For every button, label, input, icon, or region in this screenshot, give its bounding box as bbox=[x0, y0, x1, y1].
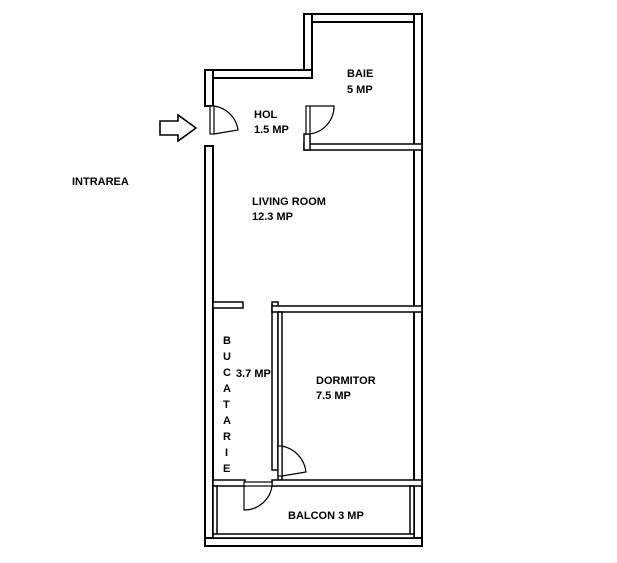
door-dormitor bbox=[277, 445, 307, 477]
bucatarie-letter: E bbox=[223, 463, 230, 475]
living-area: 12.3 MP bbox=[252, 211, 293, 223]
outer-walls bbox=[204, 13, 423, 547]
living-name: LIVING ROOM bbox=[252, 196, 326, 208]
baie-name: BAIE bbox=[347, 68, 373, 80]
bucatarie-area: 3.7 MP bbox=[236, 368, 271, 380]
bucatarie-letter: U bbox=[223, 351, 231, 363]
bucatarie-letter: A bbox=[223, 415, 231, 427]
door-balcon bbox=[243, 481, 273, 511]
bucatarie-vertical-label: B U C A T A R I E bbox=[223, 335, 231, 475]
bucatarie-letter: T bbox=[223, 399, 230, 411]
bucatarie-letter: R bbox=[223, 431, 231, 443]
bucatarie-letter: A bbox=[223, 383, 231, 395]
balcon-label: BALCON 3 MP bbox=[288, 510, 364, 522]
door-entrance bbox=[209, 105, 239, 135]
entrance-label: INTRAREA bbox=[72, 176, 129, 188]
bucatarie-letter: C bbox=[223, 367, 231, 379]
dormitor-area: 7.5 MP bbox=[316, 390, 351, 402]
hol-area: 1.5 MP bbox=[254, 124, 289, 136]
bucatarie-letter: B bbox=[223, 335, 231, 347]
baie-area: 5 MP bbox=[347, 84, 373, 96]
bucatarie-letter: I bbox=[225, 447, 228, 459]
interior-walls bbox=[212, 133, 423, 539]
hol-name: HOL bbox=[254, 109, 278, 121]
dormitor-name: DORMITOR bbox=[316, 375, 376, 387]
door-bathroom bbox=[305, 105, 335, 135]
right-arrow-icon bbox=[159, 113, 198, 143]
